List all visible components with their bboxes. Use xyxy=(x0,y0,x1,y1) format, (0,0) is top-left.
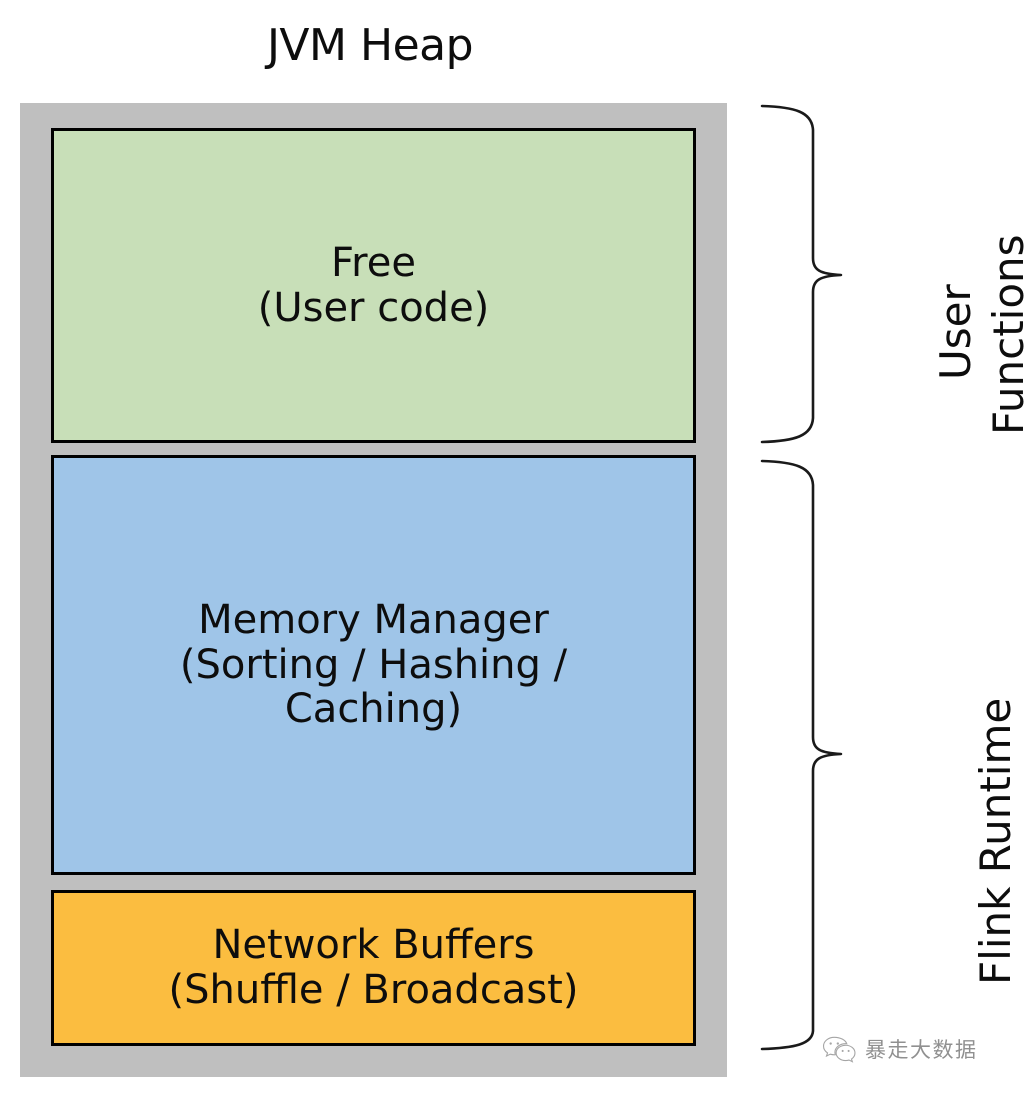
region-memory-manager-line2: (Sorting / Hashing / xyxy=(179,641,568,688)
region-memory-manager-line1: Memory Manager xyxy=(198,596,549,643)
region-free-line1: Free xyxy=(331,239,416,286)
region-memory-manager-line3: Caching) xyxy=(284,686,463,733)
jvm-heap-container: Free (User code) Memory Manager (Sorting… xyxy=(20,103,727,1077)
memory-region-network-buffers: Network Buffers (Shuffle / Broadcast) xyxy=(51,890,696,1046)
watermark: 暴走大数据 xyxy=(822,1034,978,1064)
page-title: JVM Heap xyxy=(266,20,474,71)
region-free-line2: (User code) xyxy=(257,284,490,331)
brace-user-functions xyxy=(760,104,843,444)
brace-flink-runtime xyxy=(760,459,843,1051)
region-network-buffers-line1: Network Buffers xyxy=(212,922,535,969)
watermark-text: 暴走大数据 xyxy=(865,1038,978,1062)
group-label-functions: Functions xyxy=(984,234,1028,435)
group-label-flink-runtime: Flink Runtime xyxy=(971,697,1020,985)
memory-region-free: Free (User code) xyxy=(51,128,696,443)
group-label-user: User xyxy=(931,284,980,380)
memory-region-memory-manager: Memory Manager (Sorting / Hashing / Cach… xyxy=(51,455,696,875)
wechat-icon xyxy=(822,1036,856,1063)
region-network-buffers-line2: (Shuffle / Broadcast) xyxy=(168,967,579,1013)
